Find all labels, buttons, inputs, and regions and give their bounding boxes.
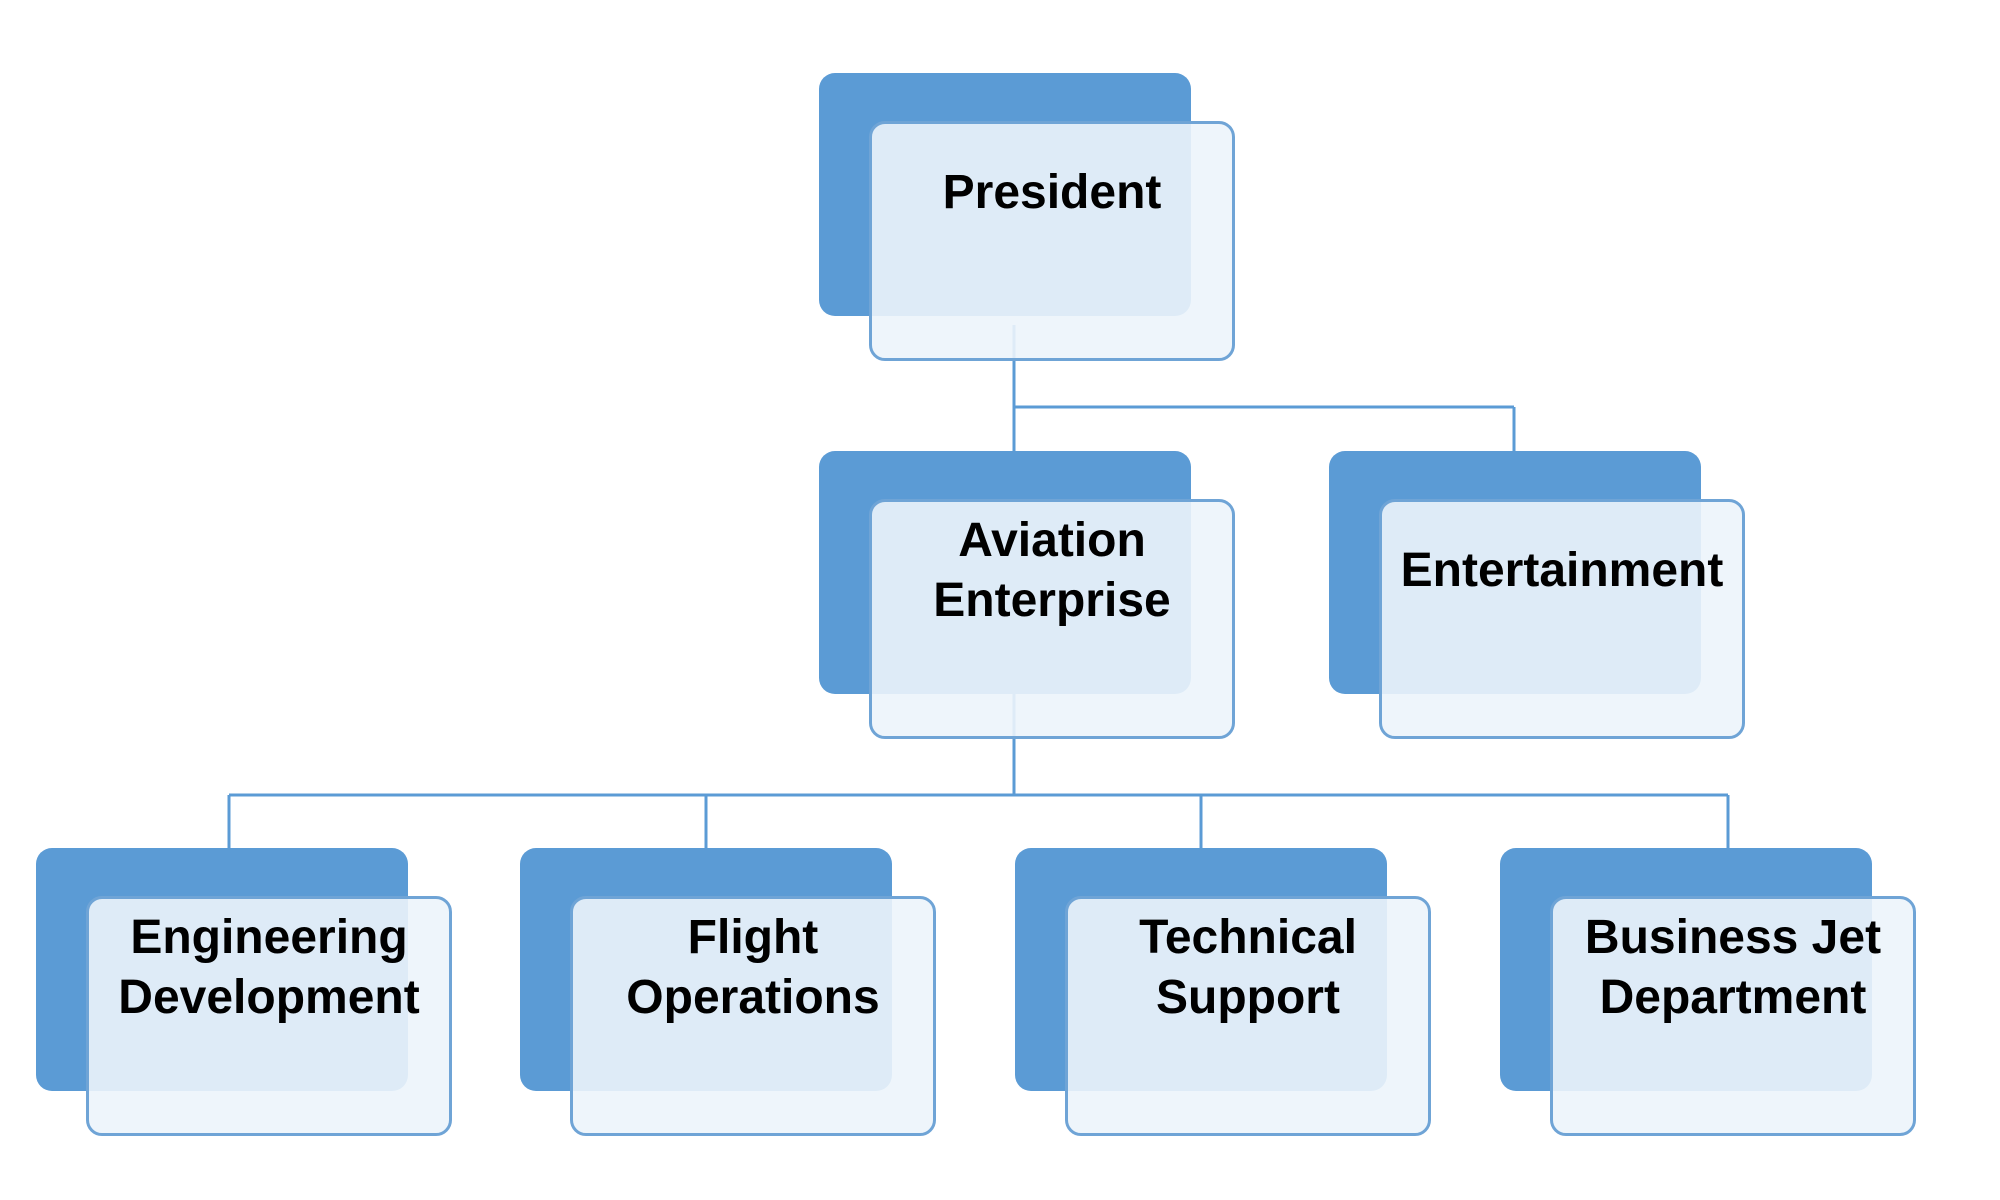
node-entertainment: Entertainment	[1329, 451, 1749, 741]
node-label: Technical Support	[1065, 896, 1431, 1040]
node-label-line: Technical	[1139, 911, 1357, 964]
node-label-line: President	[942, 166, 1162, 219]
node-label-line: Development	[118, 971, 420, 1024]
node-label-line: Aviation	[958, 514, 1146, 567]
node-front-panel	[570, 896, 936, 1136]
node-front-panel	[86, 896, 452, 1136]
node-label: President	[869, 121, 1235, 265]
node-label-line: Engineering	[130, 911, 408, 964]
node-label: Entertainment	[1379, 499, 1745, 643]
node-technical-support: Technical Support	[1015, 848, 1435, 1138]
node-label-line: Enterprise	[933, 574, 1171, 627]
node-front-panel	[1065, 896, 1431, 1136]
node-flight-operations: Flight Operations	[520, 848, 940, 1138]
node-president: President	[819, 73, 1239, 363]
node-label-line: Support	[1156, 971, 1340, 1024]
node-label: Flight Operations	[570, 896, 936, 1040]
node-front-panel	[869, 121, 1235, 361]
node-label-line: Business Jet	[1584, 911, 1882, 964]
node-engineering-development: Engineering Development	[36, 848, 456, 1138]
node-label: Engineering Development	[86, 896, 452, 1040]
node-label: Aviation Enterprise	[869, 499, 1235, 643]
node-front-panel	[869, 499, 1235, 739]
node-label-line: Flight	[687, 911, 819, 964]
node-front-panel	[1379, 499, 1745, 739]
node-aviation-enterprise: Aviation Enterprise	[819, 451, 1239, 741]
node-label: Business Jet Department	[1550, 896, 1916, 1040]
node-business-jet-department: Business Jet Department	[1500, 848, 1920, 1138]
node-label-line: Entertainment	[1400, 544, 1724, 597]
node-front-panel	[1550, 896, 1916, 1136]
node-label-line: Operations	[626, 971, 880, 1024]
node-label-line: Department	[1599, 971, 1867, 1024]
